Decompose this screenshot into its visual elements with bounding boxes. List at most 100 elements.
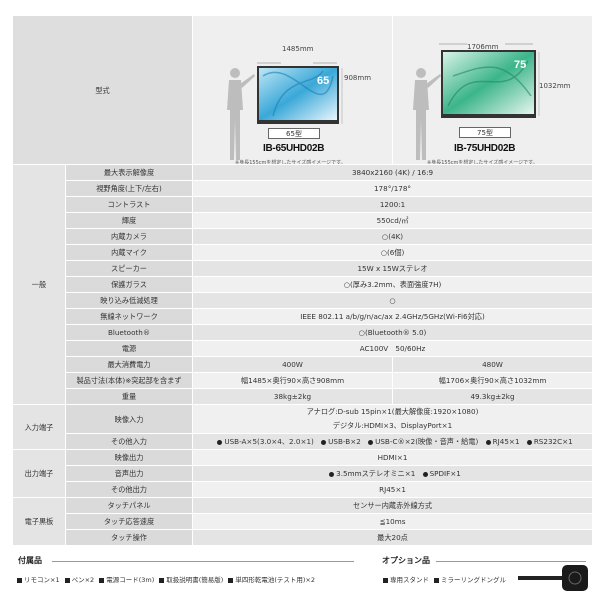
model-75-cell: 75 1706mm 1032mm 75型 IB-75UHD02B ※身長155c… <box>393 16 593 164</box>
spec-value: 最大20点 <box>193 530 593 545</box>
spec-item: USB-C®×2(映像・音声・給電) <box>375 437 479 446</box>
bullet-icon <box>526 439 532 445</box>
spec-item: USB-A×5(3.0×4、2.0×1) <box>224 437 314 446</box>
person-silhouette-icon <box>413 68 442 160</box>
table-row: Bluetooth®○(Bluetooth® 5.0) <box>13 325 593 340</box>
spec-label: 視野角度(上下/左右) <box>66 181 193 196</box>
spec-value-65: 幅1485×奥行90×高さ908mm <box>193 373 393 388</box>
spec-label: 映像出力 <box>66 450 193 465</box>
table-row: タッチ操作最大20点 <box>13 530 593 545</box>
list-item: ミラーリングドングル <box>441 576 506 584</box>
bullet-icon <box>217 439 223 445</box>
table-row: 内蔵マイク○(6個) <box>13 245 593 260</box>
spec-value: HDMI×1 <box>193 450 593 465</box>
square-bullet-icon <box>159 577 165 583</box>
spec-label: 内蔵マイク <box>66 245 193 260</box>
size-badge: 65型 <box>268 128 321 139</box>
spec-value: アナログ:D-sub 15pin×1(最大解像度:1920×1080) デジタル:… <box>193 405 593 433</box>
spec-table: 型式 65 1485mm 908mm 65型 IB-65UHD02B ※身長15… <box>12 15 594 546</box>
dongle-image <box>518 565 588 591</box>
spec-item: 3.5mmステレオミニ×1 <box>336 469 416 478</box>
square-bullet-icon <box>99 577 105 583</box>
bullet-icon <box>368 439 374 445</box>
list-item: 電源コード(3m) <box>106 576 155 584</box>
list-item: 専用スタンド <box>390 576 429 584</box>
table-row: 入力端子映像入力アナログ:D-sub 15pin×1(最大解像度:1920×10… <box>13 405 593 449</box>
spec-label: 最大表示解像度 <box>66 165 193 180</box>
spec-label: 輝度 <box>66 213 193 228</box>
display-65-illustration: 65 <box>227 62 343 160</box>
spec-value: ○(6個) <box>193 245 593 260</box>
width-dimension: 1706mm <box>467 43 499 51</box>
spec-label: 重量 <box>66 389 193 404</box>
spec-value: RJ45×1 <box>193 482 593 497</box>
bullet-icon <box>321 439 327 445</box>
spec-label: タッチ応答速度 <box>66 514 193 529</box>
bullet-icon <box>329 471 335 477</box>
table-row: 電子黒板タッチパネルセンサー内蔵赤外線方式 <box>13 498 593 545</box>
square-bullet-icon <box>228 577 234 583</box>
spec-value: ≦10ms <box>193 514 593 529</box>
table-row: その他入力 USB-A×5(3.0×4、2.0×1) USB-B×2 USB-C®… <box>13 434 593 449</box>
bullet-icon <box>485 439 491 445</box>
spec-value: 1200:1 <box>193 197 593 212</box>
person-silhouette-icon <box>227 68 256 160</box>
table-row: 視野角度(上下/左右)178°/178° <box>13 181 593 196</box>
model-name: IB-65UHD02B <box>263 143 325 154</box>
square-bullet-icon <box>434 577 439 583</box>
height-dimension: 1032mm <box>539 82 571 90</box>
spec-value: IEEE 802.11 a/b/g/n/ac/ax 2.4GHz/5GHz(Wi… <box>193 309 593 324</box>
list-item: 単四形乾電池(テスト用)×2 <box>235 576 315 584</box>
model-65-cell: 65 1485mm 908mm 65型 IB-65UHD02B ※身長155cm… <box>193 16 393 164</box>
list-item: ペン×2 <box>71 576 95 584</box>
accessories-title: 付属品 <box>18 556 42 565</box>
spec-item: RS232C×1 <box>533 437 573 446</box>
spec-label: その他入力 <box>66 434 193 449</box>
group-label: 電子黒板 <box>13 498 65 545</box>
spec-item: USB-B×2 <box>328 437 361 446</box>
table-row: 保護ガラス○(厚み3.2mm、表面強度7H) <box>13 277 593 292</box>
model-label: 型式 <box>13 16 193 164</box>
size-note: ※身長155cmを想定したサイズ感イメージです。 <box>427 160 538 164</box>
display-75-illustration: 75 <box>413 43 540 160</box>
divider <box>436 561 586 562</box>
spec-item: RJ45×1 <box>492 437 520 446</box>
spec-value: 3.5mmステレオミニ×1 SPDIF×1 <box>193 466 593 481</box>
spec-label: タッチ操作 <box>66 530 193 545</box>
spec-value-line: アナログ:D-sub 15pin×1(最大解像度:1920×1080) <box>306 407 479 416</box>
square-bullet-icon <box>383 577 388 583</box>
spec-value: 178°/178° <box>193 181 593 196</box>
height-dimension: 908mm <box>344 74 372 82</box>
group-label: 出力端子 <box>13 450 65 497</box>
spec-label: 音声出力 <box>66 466 193 481</box>
options-list: 専用スタンド ミラーリングドングル <box>378 574 506 584</box>
model-name: IB-75UHD02B <box>454 143 516 154</box>
group-label: 入力端子 <box>13 405 65 449</box>
spec-value: ○(4K) <box>193 229 593 244</box>
square-bullet-icon <box>64 577 70 583</box>
list-item: リモコン×1 <box>24 576 60 584</box>
table-row: 映り込み低減処理○ <box>13 293 593 308</box>
table-row: タッチ応答速度≦10ms <box>13 514 593 529</box>
spec-value: センサー内蔵赤外線方式 <box>193 498 593 513</box>
spec-label: 電源 <box>66 341 193 356</box>
spec-label: 保護ガラス <box>66 277 193 292</box>
spec-value: 3840x2160 (4K) / 16:9 <box>193 165 593 180</box>
size-badge: 75型 <box>459 127 512 138</box>
spec-label: 無線ネットワーク <box>66 309 193 324</box>
spec-label: コントラスト <box>66 197 193 212</box>
spec-value-line: デジタル:HDMI×3、DisplayPort×1 <box>332 421 453 430</box>
spec-label: その他出力 <box>66 482 193 497</box>
spec-label: 映り込み低減処理 <box>66 293 193 308</box>
spec-value: 15W x 15Wステレオ <box>193 261 593 276</box>
